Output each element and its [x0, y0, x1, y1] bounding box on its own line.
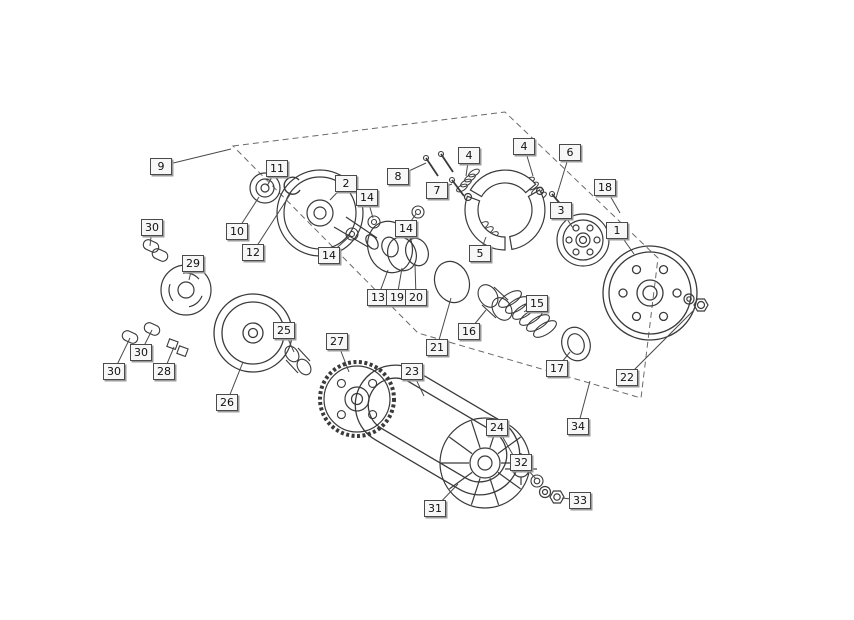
clutch-shoes-drawing	[463, 169, 546, 251]
part-label-14-c: 14	[318, 246, 340, 264]
part-label-32: 32	[510, 453, 532, 471]
part-label-1: 1	[606, 221, 628, 239]
part-label-13: 13	[367, 288, 389, 306]
belt-drawing	[354, 364, 521, 496]
part-label-6: 6	[559, 143, 581, 161]
part-label-28: 28	[153, 362, 175, 380]
part-label-11: 11	[266, 159, 288, 177]
part-label-26: 26	[216, 393, 238, 411]
part-label-9: 9	[150, 157, 172, 175]
bearing-icon	[249, 172, 281, 204]
part-label-3: 3	[550, 201, 572, 219]
part-label-4-a: 4	[458, 146, 480, 164]
part-label-16: 16	[458, 322, 480, 340]
part-label-10: 10	[226, 222, 248, 240]
part-label-34: 34	[567, 417, 589, 435]
part-label-25: 25	[273, 321, 295, 339]
part-label-4-b: 4	[513, 137, 535, 155]
circlip-icon	[283, 176, 301, 195]
fan-nut-icon	[538, 485, 565, 504]
part-label-15: 15	[526, 294, 548, 312]
slider-shoe-icons	[166, 338, 189, 358]
part-label-8: 8	[387, 167, 409, 185]
starter-gear-drawing	[318, 360, 396, 438]
oring-icons	[387, 236, 471, 304]
drive-plate-drawing	[556, 213, 610, 267]
spacer-icon	[561, 326, 591, 362]
nut-icon	[683, 293, 709, 312]
part-label-5: 5	[469, 244, 491, 262]
part-label-14-a: 14	[356, 188, 378, 206]
part-label-23: 23	[401, 362, 423, 380]
part-label-29: 29	[182, 254, 204, 272]
part-label-27: 27	[326, 332, 348, 350]
part-label-30-c: 30	[103, 362, 125, 380]
washer-icons	[345, 205, 425, 241]
part-label-7: 7	[426, 181, 448, 199]
spring-washer-icon	[530, 474, 544, 488]
bushing-icon	[284, 345, 312, 376]
part-label-30-a: 30	[141, 218, 163, 236]
driven-pulley-half-drawing	[276, 169, 379, 257]
part-label-22: 22	[616, 368, 638, 386]
part-label-33: 33	[569, 491, 591, 509]
part-label-17: 17	[546, 359, 568, 377]
part-label-14-b: 14	[395, 219, 417, 237]
movable-face-drawing	[366, 220, 414, 274]
part-label-24: 24	[486, 418, 508, 436]
part-label-18: 18	[594, 178, 616, 196]
part-label-12: 12	[242, 243, 264, 261]
clutch-bell-drawing	[602, 245, 698, 341]
part-label-21: 21	[426, 338, 448, 356]
part-label-30-b: 30	[130, 343, 152, 361]
part-label-20: 20	[405, 288, 427, 306]
part-label-31: 31	[424, 499, 446, 517]
part-label-2: 2	[335, 174, 357, 192]
